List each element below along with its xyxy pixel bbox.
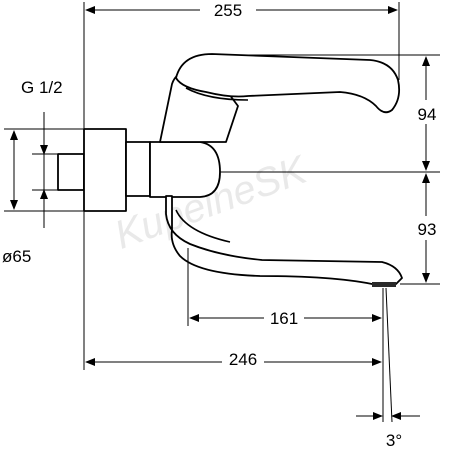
label-thread: G 1/2 (21, 78, 63, 97)
connection-pipe (57, 153, 85, 191)
mixer-cartridge (149, 141, 221, 198)
label-spout-reach: 161 (270, 309, 298, 328)
label-rosette-diameter: ø65 (2, 247, 31, 266)
label-total-width: 255 (214, 1, 242, 20)
label-wall-to-outlet: 246 (229, 350, 257, 369)
wall-rosette (83, 128, 127, 212)
faucet-body (57, 53, 403, 287)
lever-grip-line (185, 87, 249, 101)
spout-underside (175, 209, 231, 243)
mixer-body (125, 141, 151, 197)
label-tilt-angle: 3° (386, 431, 402, 450)
dimension-labels: 255 94 93 161 246 3° G 1/2 ø65 (2, 0, 444, 450)
label-spout-height: 93 (418, 220, 437, 239)
spout (165, 195, 403, 285)
aerator (372, 282, 396, 287)
lever-handle (175, 53, 401, 114)
label-lever-height: 94 (418, 105, 437, 124)
